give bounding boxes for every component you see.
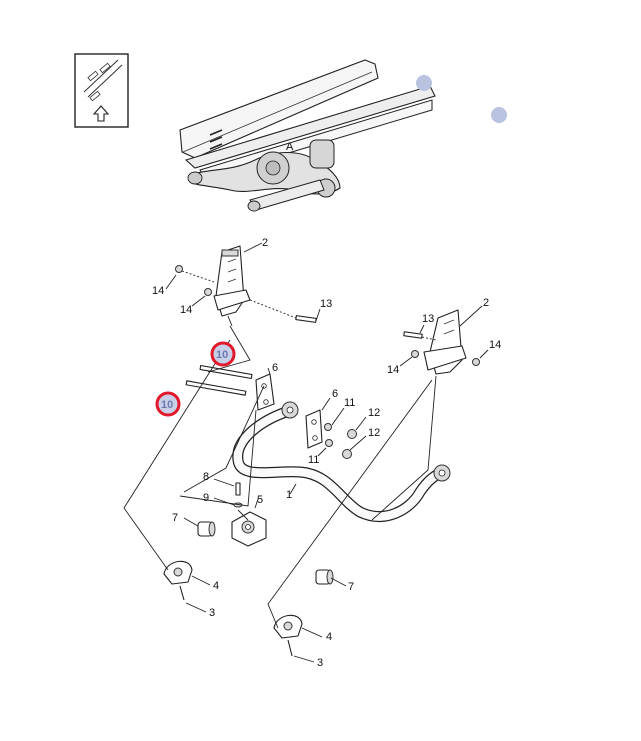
callout-2: 2 xyxy=(262,237,268,249)
callout-5: 5 xyxy=(257,494,263,506)
callout-14: 14 xyxy=(152,285,164,297)
callout-12: 12 xyxy=(368,427,380,439)
callout-3: 3 xyxy=(317,657,323,669)
callout-14: 14 xyxy=(387,364,399,376)
callout-6: 6 xyxy=(332,388,338,400)
callout-2: 2 xyxy=(483,297,489,309)
callout-4: 4 xyxy=(213,580,219,592)
callout-6: 6 xyxy=(272,362,278,374)
callout-3: 3 xyxy=(209,607,215,619)
callout-7: 7 xyxy=(348,581,354,593)
right-bushing xyxy=(315,569,334,585)
left-bushing xyxy=(197,521,216,537)
callout-14: 14 xyxy=(489,339,501,351)
callout-11: 11 xyxy=(308,454,319,466)
callout-10: 10 xyxy=(161,399,173,411)
callout-9: 9 xyxy=(203,492,209,504)
highlight-ring-10-top xyxy=(210,341,236,367)
left-link xyxy=(255,373,275,411)
right-frame-bracket xyxy=(423,309,467,375)
callout-13: 13 xyxy=(422,313,434,325)
orientation-arrow-icon xyxy=(74,53,129,128)
callout-7: 7 xyxy=(172,512,178,524)
right-link xyxy=(305,409,323,449)
highlight-ring-10-bottom xyxy=(155,391,181,417)
marker-dot xyxy=(416,75,432,91)
callout-14: 14 xyxy=(180,304,192,316)
callout-11: 11 xyxy=(344,397,355,409)
callout-12: 12 xyxy=(368,407,380,419)
stabilizer-bar xyxy=(232,401,451,522)
callout-8: 8 xyxy=(203,471,209,483)
right-clamp xyxy=(273,614,303,639)
marker-dot xyxy=(491,107,507,123)
callout-4: 4 xyxy=(326,631,332,643)
left-frame-bracket xyxy=(213,245,251,327)
vehicle-frame-overview: A xyxy=(179,59,436,212)
callout-13: 13 xyxy=(320,298,332,310)
assembly-guide-lines xyxy=(123,325,437,629)
callout-1: 1 xyxy=(286,489,292,501)
overview-label: A xyxy=(286,141,294,153)
callout-10: 10 xyxy=(216,349,228,361)
lower-mount xyxy=(231,511,267,547)
left-clamp xyxy=(163,560,193,585)
